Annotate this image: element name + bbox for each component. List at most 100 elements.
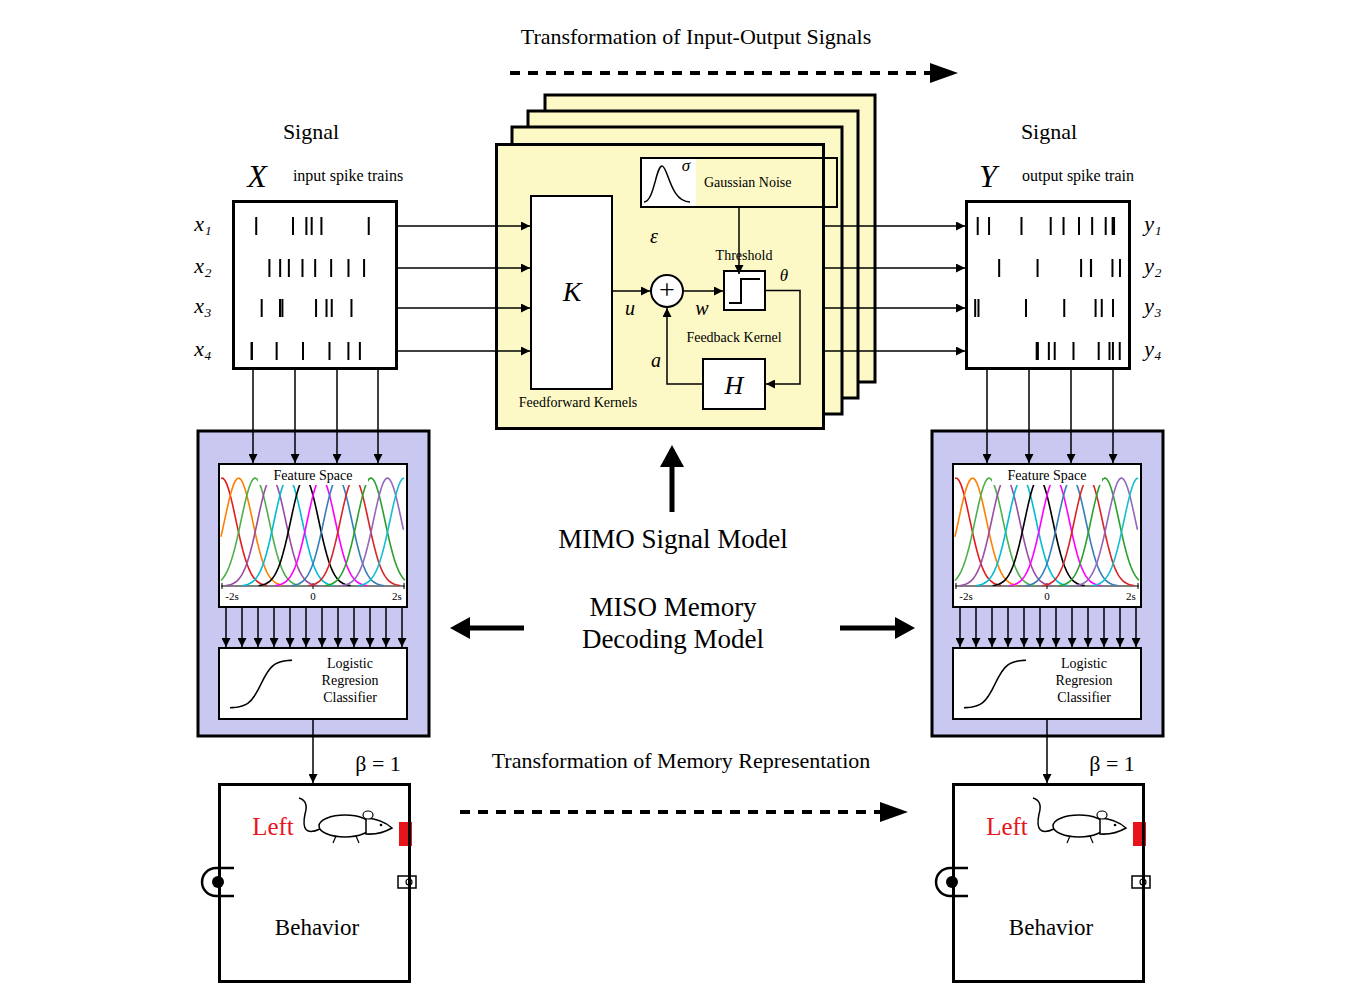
basis-curve (1092, 478, 1138, 586)
spike (301, 259, 303, 277)
spike (1112, 217, 1114, 235)
spike-raster (1037, 342, 1120, 360)
signal-arrow (1046, 720, 1048, 783)
spike (251, 342, 253, 360)
spike (1020, 217, 1022, 235)
spike (1112, 299, 1114, 317)
parameter-symbol: σ (682, 156, 690, 176)
signal-arrow (1007, 608, 1009, 647)
signal-arrow (294, 370, 296, 463)
signal-arrow (398, 307, 530, 309)
axis-tick: 2s (1126, 590, 1136, 603)
spike (1063, 299, 1065, 317)
basis-functions (955, 478, 1139, 589)
node-text: Feature Space (258, 468, 368, 485)
signal-name: y₂ (1144, 253, 1161, 279)
node-text: X (237, 157, 277, 195)
spike (276, 342, 278, 360)
mimo-model-panel: Feedforward KernelsGaussian NoiseK+Thres… (495, 143, 825, 430)
axis-tick: 0 (310, 590, 316, 603)
signal-arrow (986, 370, 988, 463)
node-text: Logistic Regresion Classifier (300, 656, 400, 706)
signal-arrow (385, 608, 387, 647)
node-text: Y (968, 157, 1008, 195)
signal-arrow (1119, 608, 1121, 647)
spike (314, 259, 316, 277)
spike (328, 342, 330, 360)
node-text: Signal (989, 119, 1109, 145)
spike (347, 259, 349, 277)
spike (1025, 299, 1027, 317)
spike (268, 259, 270, 277)
signal-arrow (398, 350, 530, 352)
signal-arrow (825, 225, 965, 227)
spike (1063, 217, 1065, 235)
spike (1050, 217, 1052, 235)
basis-curve (341, 478, 403, 586)
spike (1119, 342, 1121, 360)
edge-label: w (693, 296, 710, 320)
signal-arrow (1087, 608, 1089, 647)
classifier-box: Logistic Regresion Classifier (218, 647, 408, 720)
signal-arrow (257, 608, 259, 647)
signal-arrow (825, 307, 965, 309)
spike (368, 217, 370, 235)
spike (326, 299, 328, 317)
feedback-box: Feedback KernelH (702, 358, 766, 410)
node-text: Gaussian Noise (704, 175, 834, 192)
spike (1095, 299, 1097, 317)
basis-curve (325, 478, 405, 586)
node-text: Left (243, 812, 303, 842)
spike (1091, 217, 1093, 235)
spike (311, 217, 313, 235)
signal-arrow (377, 370, 379, 463)
signal-arrow (398, 267, 530, 269)
signal-arrow (353, 608, 355, 647)
node-text: H (714, 370, 754, 401)
signal-arrow (738, 208, 740, 274)
signal-arrow (1071, 608, 1073, 647)
signal-arrow (667, 308, 702, 384)
signal-arrow (975, 608, 977, 647)
spike (288, 259, 290, 277)
axis-tick: -2s (225, 590, 238, 603)
spike-raster (262, 299, 352, 317)
signal-arrow (336, 370, 338, 463)
node-text: input spike trains (273, 166, 423, 185)
axis-tick-mark (222, 583, 223, 589)
signal-arrow (321, 608, 323, 647)
basis-curve (1059, 478, 1139, 586)
spike (1101, 299, 1103, 317)
behavior-illustration (202, 798, 416, 896)
spike-raster (978, 217, 1114, 235)
signal-name: y₄ (1144, 336, 1161, 362)
signal-arrow (398, 225, 530, 227)
node-text: Signal (251, 119, 371, 145)
spike (359, 342, 361, 360)
signal-arrow (1112, 370, 1114, 463)
spike (279, 259, 281, 277)
spike (279, 299, 281, 317)
spike (1119, 259, 1121, 277)
signal-arrow (1055, 608, 1057, 647)
spike (330, 259, 332, 277)
node-text: + (652, 275, 682, 305)
spike (1037, 259, 1039, 277)
signal-name: y₁ (1144, 211, 1161, 237)
node-text: K (552, 275, 592, 309)
node-text: Feedforward Kernels (503, 395, 653, 412)
spike-train-box: SignalYoutput spike train (965, 200, 1131, 370)
axis-tick: 2s (392, 590, 402, 603)
axis-tick-mark (404, 583, 405, 589)
spike (1098, 342, 1100, 360)
signal-arrow (1023, 608, 1025, 647)
figure-heading: Transformation of Input-Output Signals (521, 24, 872, 50)
spike (974, 299, 976, 317)
spike (1105, 217, 1107, 235)
spike (363, 259, 365, 277)
signal-arrow (959, 608, 961, 647)
sum-node: + (650, 274, 684, 308)
signal-arrow (1039, 608, 1041, 647)
signal-arrow (225, 608, 227, 647)
signal-arrow (1103, 608, 1105, 647)
